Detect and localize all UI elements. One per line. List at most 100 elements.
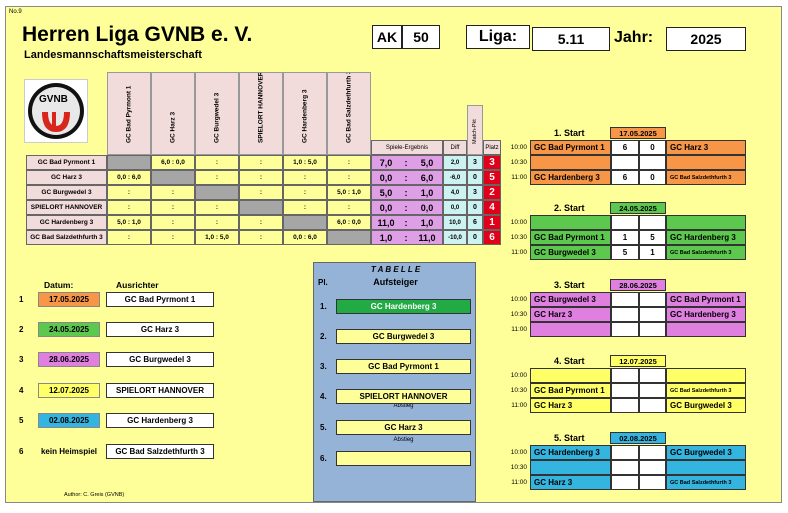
platz-value: 3 — [483, 155, 501, 170]
home-team — [530, 368, 611, 383]
score-against: 6,0 — [412, 170, 443, 185]
schedule-number: 6 — [19, 447, 24, 456]
away-team — [666, 322, 746, 337]
away-team: GC Hardenberg 3 — [666, 230, 746, 245]
jahr-value: 2025 — [666, 27, 746, 51]
match-points: 6 — [467, 215, 483, 230]
place-number: 3. — [320, 362, 327, 371]
datum-header: Datum: — [44, 280, 74, 290]
result-cell: : — [239, 230, 283, 245]
result-cell: : — [195, 200, 239, 215]
home-team — [530, 322, 611, 337]
score-against: 11,0 — [412, 230, 443, 245]
place-team: GC Harz 3 — [336, 420, 471, 435]
away-team: GC Bad Salzdethfurth 3 — [666, 245, 746, 260]
away-score: 1 — [639, 245, 666, 260]
game-time: 10:30 — [510, 387, 527, 394]
away-score: 0 — [639, 140, 666, 155]
place-team: GC Bad Pyrmont 1 — [336, 359, 471, 374]
score-for: 0,0 — [371, 200, 400, 215]
home-score — [611, 460, 639, 475]
schedule-number: 1 — [19, 295, 24, 304]
score-sep: : — [400, 230, 412, 245]
game-time: 10:30 — [510, 234, 527, 241]
schedule-number: 5 — [19, 416, 24, 425]
platz-value: 2 — [483, 185, 501, 200]
row-team-name: SPIELORT HANNOVER — [26, 200, 107, 215]
home-score — [611, 368, 639, 383]
score-for: 11,0 — [371, 215, 400, 230]
home-score — [611, 307, 639, 322]
game-time: 10:30 — [510, 464, 527, 471]
pl-label: Pl. — [318, 278, 328, 287]
result-cell: : — [327, 200, 371, 215]
away-score — [639, 445, 666, 460]
result-cell: 6,0 : 0,0 — [327, 215, 371, 230]
away-team: GC Burgwedel 3 — [666, 445, 746, 460]
diff-value: -10,0 — [443, 230, 467, 245]
result-cell: 0,0 : 6,0 — [283, 230, 327, 245]
place-team — [336, 451, 471, 466]
home-score — [611, 322, 639, 337]
result-cell: : — [239, 155, 283, 170]
score-sep: : — [400, 215, 412, 230]
away-score: 0 — [639, 170, 666, 185]
abstieg-label-1: Abstieg — [393, 403, 414, 409]
match-points: 0 — [467, 200, 483, 215]
game-time: 10:00 — [510, 449, 527, 456]
home-team: GC Harz 3 — [530, 398, 611, 413]
home-team: GC Burgwedel 3 — [530, 245, 611, 260]
platz-value: 5 — [483, 170, 501, 185]
result-cell: : — [151, 200, 195, 215]
away-team — [666, 460, 746, 475]
place-number: 4. — [320, 392, 327, 401]
home-score — [611, 475, 639, 490]
score-sep: : — [400, 185, 412, 200]
schedule-host: SPIELORT HANNOVER — [106, 383, 214, 398]
away-score: 5 — [639, 230, 666, 245]
home-team — [530, 215, 611, 230]
tabelle-panel: T A B E L L E Pl. Aufsteiger Abstieg Abs… — [313, 262, 476, 502]
game-time: 10:00 — [510, 144, 527, 151]
away-team: GC Bad Salzdethfurth 3 — [666, 475, 746, 490]
row-team-name: GC Bad Pyrmont 1 — [26, 155, 107, 170]
diff-value: 0,0 — [443, 200, 467, 215]
result-cell: : — [151, 185, 195, 200]
score-sep: : — [400, 200, 412, 215]
result-cell — [327, 230, 371, 245]
result-cell: : — [327, 155, 371, 170]
score-for: 0,0 — [371, 170, 400, 185]
score-against: 1,0 — [412, 215, 443, 230]
away-team — [666, 155, 746, 170]
column-header: GC Burgwedel 3 — [195, 72, 239, 155]
schedule-date: 17.05.2025 — [38, 292, 100, 307]
diff-value: -6,0 — [443, 170, 467, 185]
page-title: Herren Liga GVNB e. V. — [22, 23, 253, 46]
game-time: 10:00 — [510, 296, 527, 303]
home-team: GC Bad Pyrmont 1 — [530, 230, 611, 245]
home-score — [611, 398, 639, 413]
column-header: GC Bad Pyrmont 1 — [107, 72, 151, 155]
match-points: 3 — [467, 155, 483, 170]
start-title: 2. Start — [554, 203, 585, 213]
column-header: GC Hardenberg 3 — [283, 72, 327, 155]
schedule-number: 2 — [19, 325, 24, 334]
row-team-name: GC Hardenberg 3 — [26, 215, 107, 230]
result-cell: : — [239, 170, 283, 185]
home-team: GC Bad Pyrmont 1 — [530, 140, 611, 155]
spiele-header: Spiele-Ergebnis — [371, 140, 443, 155]
score-for: 1,0 — [371, 230, 400, 245]
column-header-label: SPIELORT HANNOVER — [257, 72, 265, 143]
home-team: GC Hardenberg 3 — [530, 170, 611, 185]
column-header-label: GC Bad Salzdethfurth 3 — [345, 72, 353, 143]
score-for: 7,0 — [371, 155, 400, 170]
liga-label: Liga: — [466, 25, 530, 49]
result-cell — [239, 200, 283, 215]
result-cell: : — [327, 170, 371, 185]
home-score: 1 — [611, 230, 639, 245]
diff-value: 2,0 — [443, 155, 467, 170]
away-score — [639, 475, 666, 490]
platz-value: 6 — [483, 230, 501, 245]
result-cell: : — [107, 200, 151, 215]
result-cell: : — [283, 185, 327, 200]
